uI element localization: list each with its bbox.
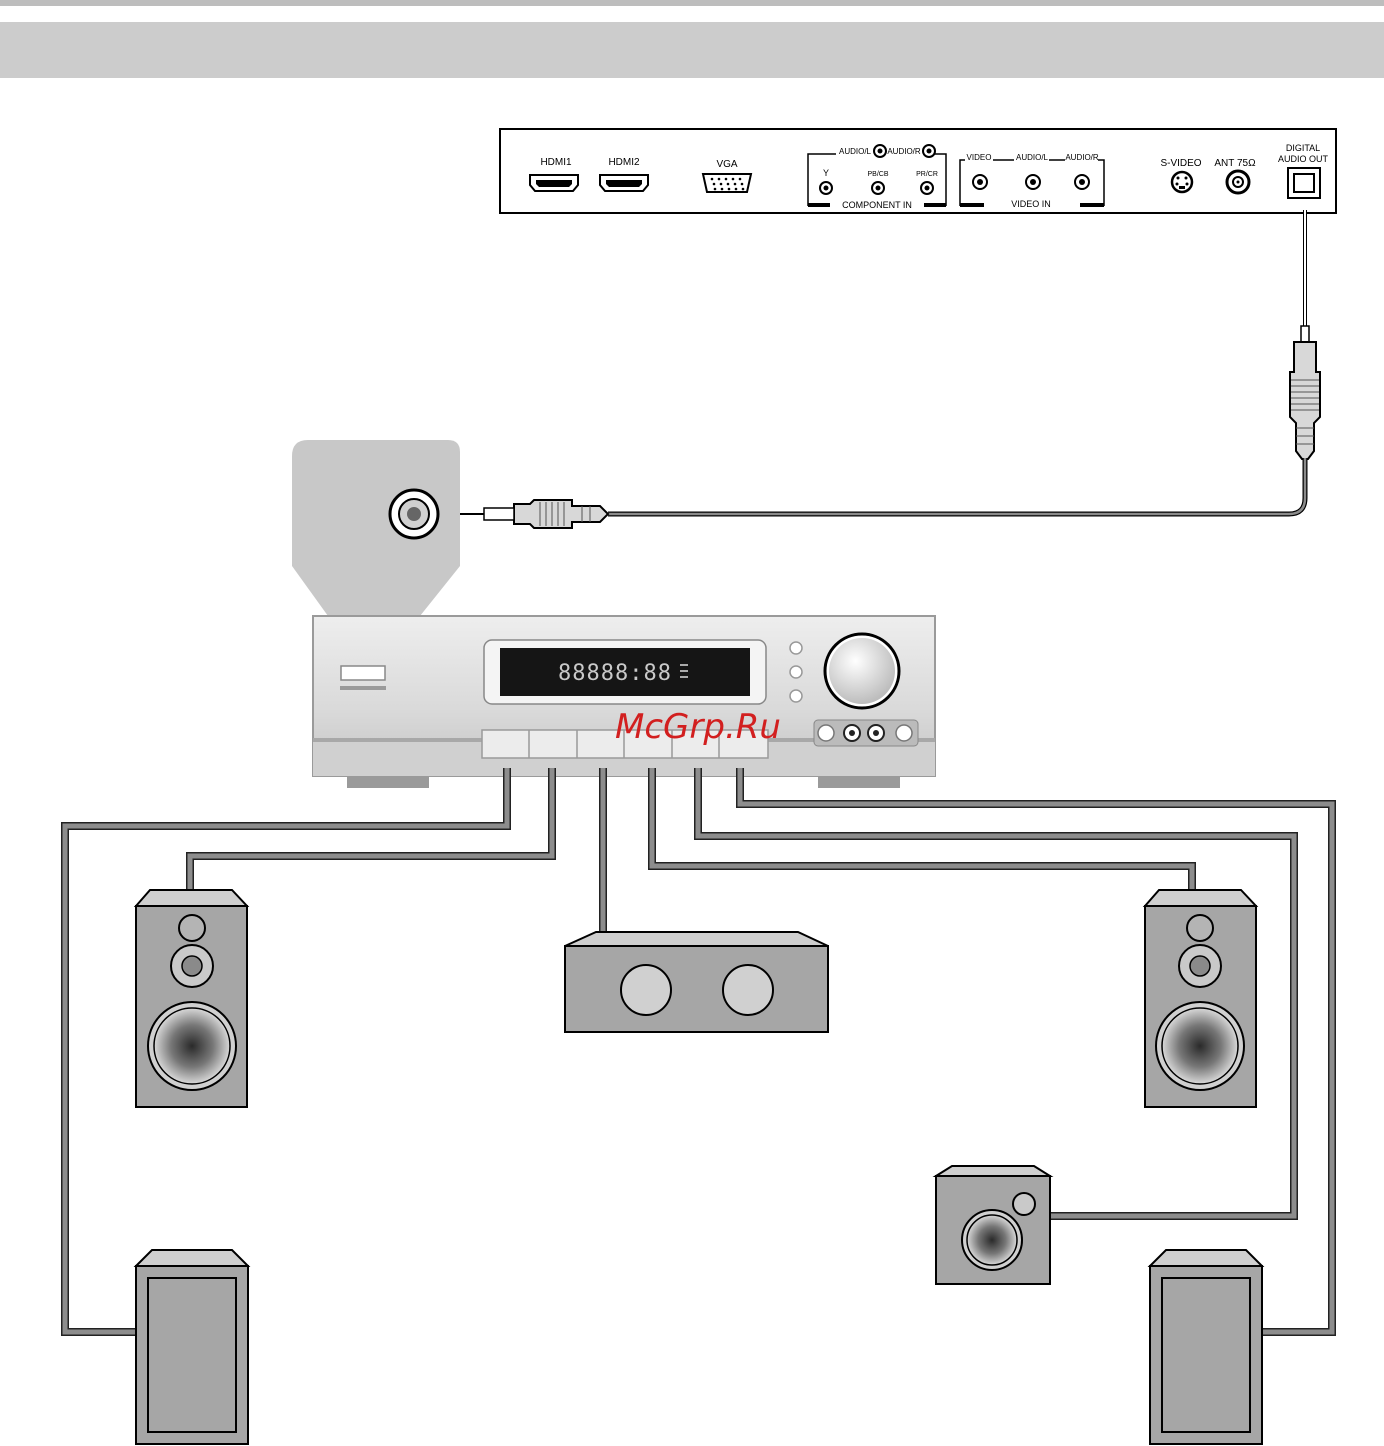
component-audio-r-label: AUDIO/R bbox=[887, 147, 921, 156]
svideo-label: S-VIDEO bbox=[1160, 158, 1201, 169]
video-audio-r-label: AUDIO/R bbox=[1065, 153, 1099, 162]
video-label: VIDEO bbox=[967, 153, 992, 162]
hdmi1-port bbox=[530, 175, 578, 191]
digital-audio-out-label-line1: DIGITAL bbox=[1286, 143, 1320, 153]
video-audio-l-label: AUDIO/L bbox=[1016, 153, 1049, 162]
hdmi2-label: HDMI2 bbox=[608, 157, 640, 168]
svideo-port bbox=[1172, 172, 1192, 192]
ant-label: ANT 75Ω bbox=[1214, 158, 1256, 169]
tv-rear-panel: HDMI1 HDMI2 VGA AUDIO/L AUDIO/R bbox=[500, 129, 1336, 213]
subwoofer bbox=[936, 1166, 1050, 1284]
component-audio-l-label: AUDIO/L bbox=[839, 147, 872, 156]
component-pr-label: PR/CR bbox=[916, 171, 938, 178]
component-in-label: COMPONENT IN bbox=[842, 200, 912, 210]
front-left-speaker bbox=[136, 890, 247, 1107]
receiver-input-callout bbox=[292, 440, 460, 616]
vga-port bbox=[703, 174, 751, 192]
component-pb-label: PB/CB bbox=[867, 171, 888, 178]
receiver-foot-right bbox=[818, 776, 900, 788]
watermark: McGrp.Ru bbox=[615, 707, 781, 747]
speaker-wires bbox=[65, 768, 1332, 1332]
receiver-display-text: 88888:88 bbox=[558, 661, 672, 686]
surround-left-speaker bbox=[136, 1250, 248, 1444]
coaxial-cable bbox=[430, 210, 1320, 528]
ant-port bbox=[1227, 171, 1249, 193]
indicator-led-1 bbox=[790, 642, 802, 654]
receiver-foot-left bbox=[347, 776, 429, 788]
indicator-led-2 bbox=[790, 666, 802, 678]
top-rule bbox=[0, 0, 1384, 6]
video-in-label: VIDEO IN bbox=[1011, 199, 1051, 209]
digital-audio-out-label-line2: AUDIO OUT bbox=[1278, 154, 1329, 164]
hdmi2-port bbox=[600, 175, 648, 191]
header-band bbox=[0, 22, 1384, 78]
indicator-led-3 bbox=[790, 690, 802, 702]
surround-right-speaker bbox=[1150, 1250, 1262, 1444]
vga-label: VGA bbox=[716, 159, 737, 170]
hdmi1-label: HDMI1 bbox=[540, 157, 572, 168]
front-right-speaker bbox=[1145, 890, 1256, 1107]
center-speaker bbox=[565, 932, 828, 1032]
component-y-label: Y bbox=[823, 168, 829, 178]
av-receiver: 88888:88 bbox=[313, 616, 935, 788]
digital-audio-out-port bbox=[1288, 168, 1320, 198]
